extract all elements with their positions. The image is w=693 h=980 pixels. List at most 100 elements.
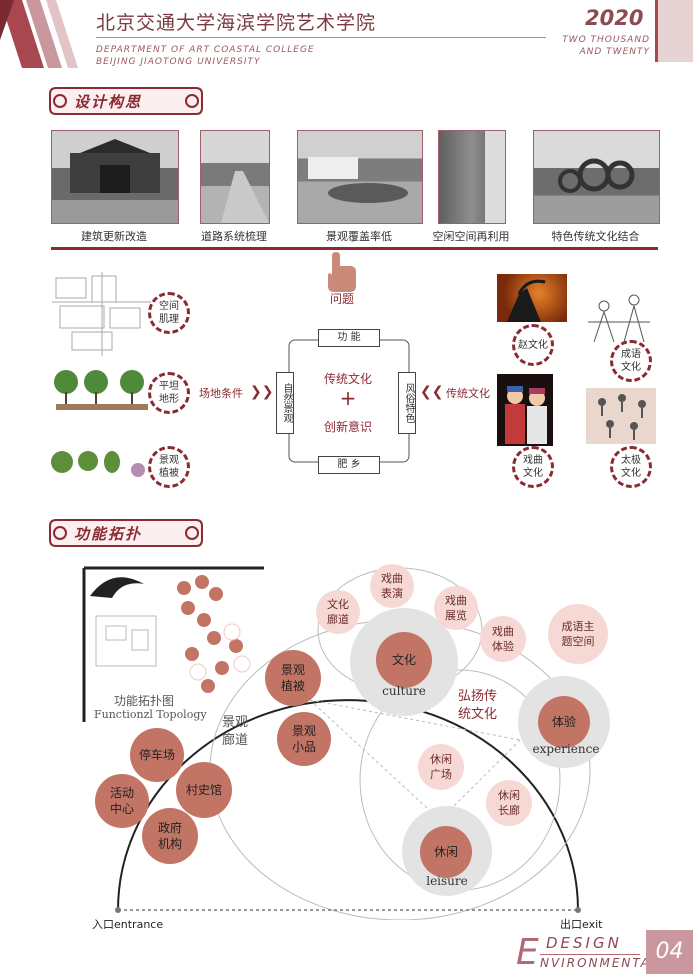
pink-5-l2: 广场 <box>430 768 452 781</box>
center-plus: + <box>339 386 357 410</box>
label-flat-terrain-l1: 平坦 <box>159 381 179 392</box>
footer-design: DESIGN <box>546 934 622 952</box>
page-number: 04 <box>646 930 693 974</box>
node-landscape-sketch: 景观小品 <box>277 712 331 766</box>
pink-6-l1: 休闲 <box>498 789 520 802</box>
node-gov-l2: 机构 <box>157 837 182 851</box>
node-opera-exhibition: 戏曲展览 <box>434 586 478 630</box>
caption-building: 建筑更新改造 <box>81 230 147 243</box>
label-vegetation-l2: 植被 <box>159 468 179 479</box>
node-ac-l2: 中心 <box>109 802 134 816</box>
photo-vacant-space <box>438 130 506 224</box>
label-zhao-culture: 赵文化 <box>512 324 554 366</box>
divider-line <box>51 247 658 250</box>
hand-pointer-icon <box>322 252 358 292</box>
label-vegetation: 景观植被 <box>148 446 190 488</box>
taichi-image <box>586 388 656 444</box>
footer-rule <box>540 954 640 955</box>
caption-road: 道路系统梳理 <box>201 230 267 243</box>
node-parking: 停车场 <box>130 728 184 782</box>
corridor-text: 景观廊道 <box>222 715 249 748</box>
site-plan-sketch <box>52 272 162 356</box>
node-lv-l2: 植被 <box>280 679 305 693</box>
node-vm-text: 村史馆 <box>185 783 222 797</box>
entrance-label: 入口entrance <box>92 918 164 931</box>
pink-2-l1: 戏曲 <box>445 594 467 607</box>
label-opera-l2: 文化 <box>523 468 543 479</box>
node-ac-l1: 活动 <box>109 786 134 800</box>
exit-label: 出口exit <box>560 918 603 931</box>
label-idiom-l2: 文化 <box>621 362 641 373</box>
box-customs: 风俗特色 <box>398 372 416 434</box>
pink-1-l2: 廊道 <box>327 613 349 626</box>
photo-road <box>200 130 270 224</box>
node-parking-text: 停车场 <box>138 748 175 762</box>
box-function: 功 能 <box>318 329 380 347</box>
school-title: 北京交通大学海滨学院艺术学院 <box>96 12 377 34</box>
caption-culture: 特色传统文化结合 <box>551 230 640 243</box>
department-line-2: BEIJING JIAOTONG UNIVERSITY <box>96 57 261 67</box>
node-lv-l1: 景观 <box>280 663 305 677</box>
node-village-museum: 村史馆 <box>176 762 232 818</box>
site-conditions-label: 场地条件 <box>199 387 243 400</box>
promote-culture: 弘扬传 统文化 <box>458 688 497 724</box>
problem-label: 问题 <box>330 292 355 306</box>
pink-1-l1: 文化 <box>327 598 349 611</box>
idiom-culture-sketch <box>584 292 654 344</box>
label-flat-terrain: 平坦地形 <box>148 372 190 414</box>
promote-line-1: 弘扬传 <box>458 689 498 704</box>
label-vegetation-l1: 景观 <box>159 455 179 466</box>
label-space-texture: 空间肌理 <box>148 292 190 334</box>
label-zhao-culture-text: 赵文化 <box>518 339 548 351</box>
caption-landscape: 景观覆盖率低 <box>326 230 392 243</box>
pink-4-l1: 成语主 <box>561 620 595 633</box>
node-government: 政府机构 <box>142 808 198 864</box>
box-feixiang: 肥 乡 <box>318 456 380 474</box>
label-taichi-l1: 太极 <box>621 455 641 466</box>
footer-letter: E <box>516 932 539 973</box>
node-opera-experience: 戏曲体验 <box>480 616 526 662</box>
year-en-line-1: TWO THOUSAND <box>562 35 650 45</box>
node-idiom-space: 成语主题空间 <box>548 604 608 664</box>
year-en: TWO THOUSAND AND TWENTY <box>560 34 650 58</box>
label-opera-l1: 戏曲 <box>523 455 543 466</box>
opera-image <box>497 374 553 446</box>
label-space-texture-l2: 肌理 <box>159 314 179 325</box>
vegetation-row <box>48 450 152 480</box>
node-leisure-corridor: 休闲长廊 <box>486 780 532 826</box>
pink-2-l2: 展览 <box>445 609 467 622</box>
experience-en: experience <box>532 742 600 756</box>
pink-5-l1: 休闲 <box>430 753 452 766</box>
section-title-function-topology: 功能拓扑 <box>74 525 143 543</box>
pink-3-l1: 戏曲 <box>492 625 514 638</box>
pink-4-l2: 题空间 <box>561 635 595 648</box>
section-title-design-concept: 设计构思 <box>74 93 143 111</box>
node-leisure: 休闲 <box>420 826 472 878</box>
pink-0-l2: 表演 <box>381 587 403 600</box>
chevron-right-icon: ❯❯ <box>250 384 274 400</box>
center-innovation: 创新意识 <box>323 420 372 434</box>
pink-6-l2: 长廊 <box>498 804 520 817</box>
department-line-1: DEPARTMENT OF ART COASTAL COLLEGE <box>96 45 315 55</box>
corridor-label: 景观廊道 <box>222 714 254 750</box>
node-gov-l1: 政府 <box>157 821 182 835</box>
tree-row <box>52 366 152 412</box>
culture-cn: 文化 <box>391 653 416 667</box>
topology-frame <box>82 566 266 722</box>
photo-building <box>51 130 179 224</box>
box-natural-landscape: 自然景观 <box>276 372 294 434</box>
label-idiom-culture: 成语文化 <box>610 340 652 382</box>
section-title-frame <box>46 84 206 118</box>
leisure-en: leisure <box>426 874 468 888</box>
node-leisure-square: 休闲广场 <box>418 744 464 790</box>
year-en-line-2: AND TWENTY <box>579 47 650 57</box>
chevron-left-icon: ❮❮ <box>420 384 444 400</box>
department-en: DEPARTMENT OF ART COASTAL COLLEGE BEIJIN… <box>96 44 315 68</box>
node-ls-l1: 景观 <box>291 724 316 738</box>
footer-environmental: NVIRONMENTAL <box>540 956 660 970</box>
header-stripes <box>0 0 90 68</box>
center-traditional: 传统文化 <box>323 372 372 386</box>
node-culture-corridor: 文化廊道 <box>316 590 360 634</box>
experience-cn: 体验 <box>551 715 576 729</box>
label-space-texture-l1: 空间 <box>159 301 179 312</box>
